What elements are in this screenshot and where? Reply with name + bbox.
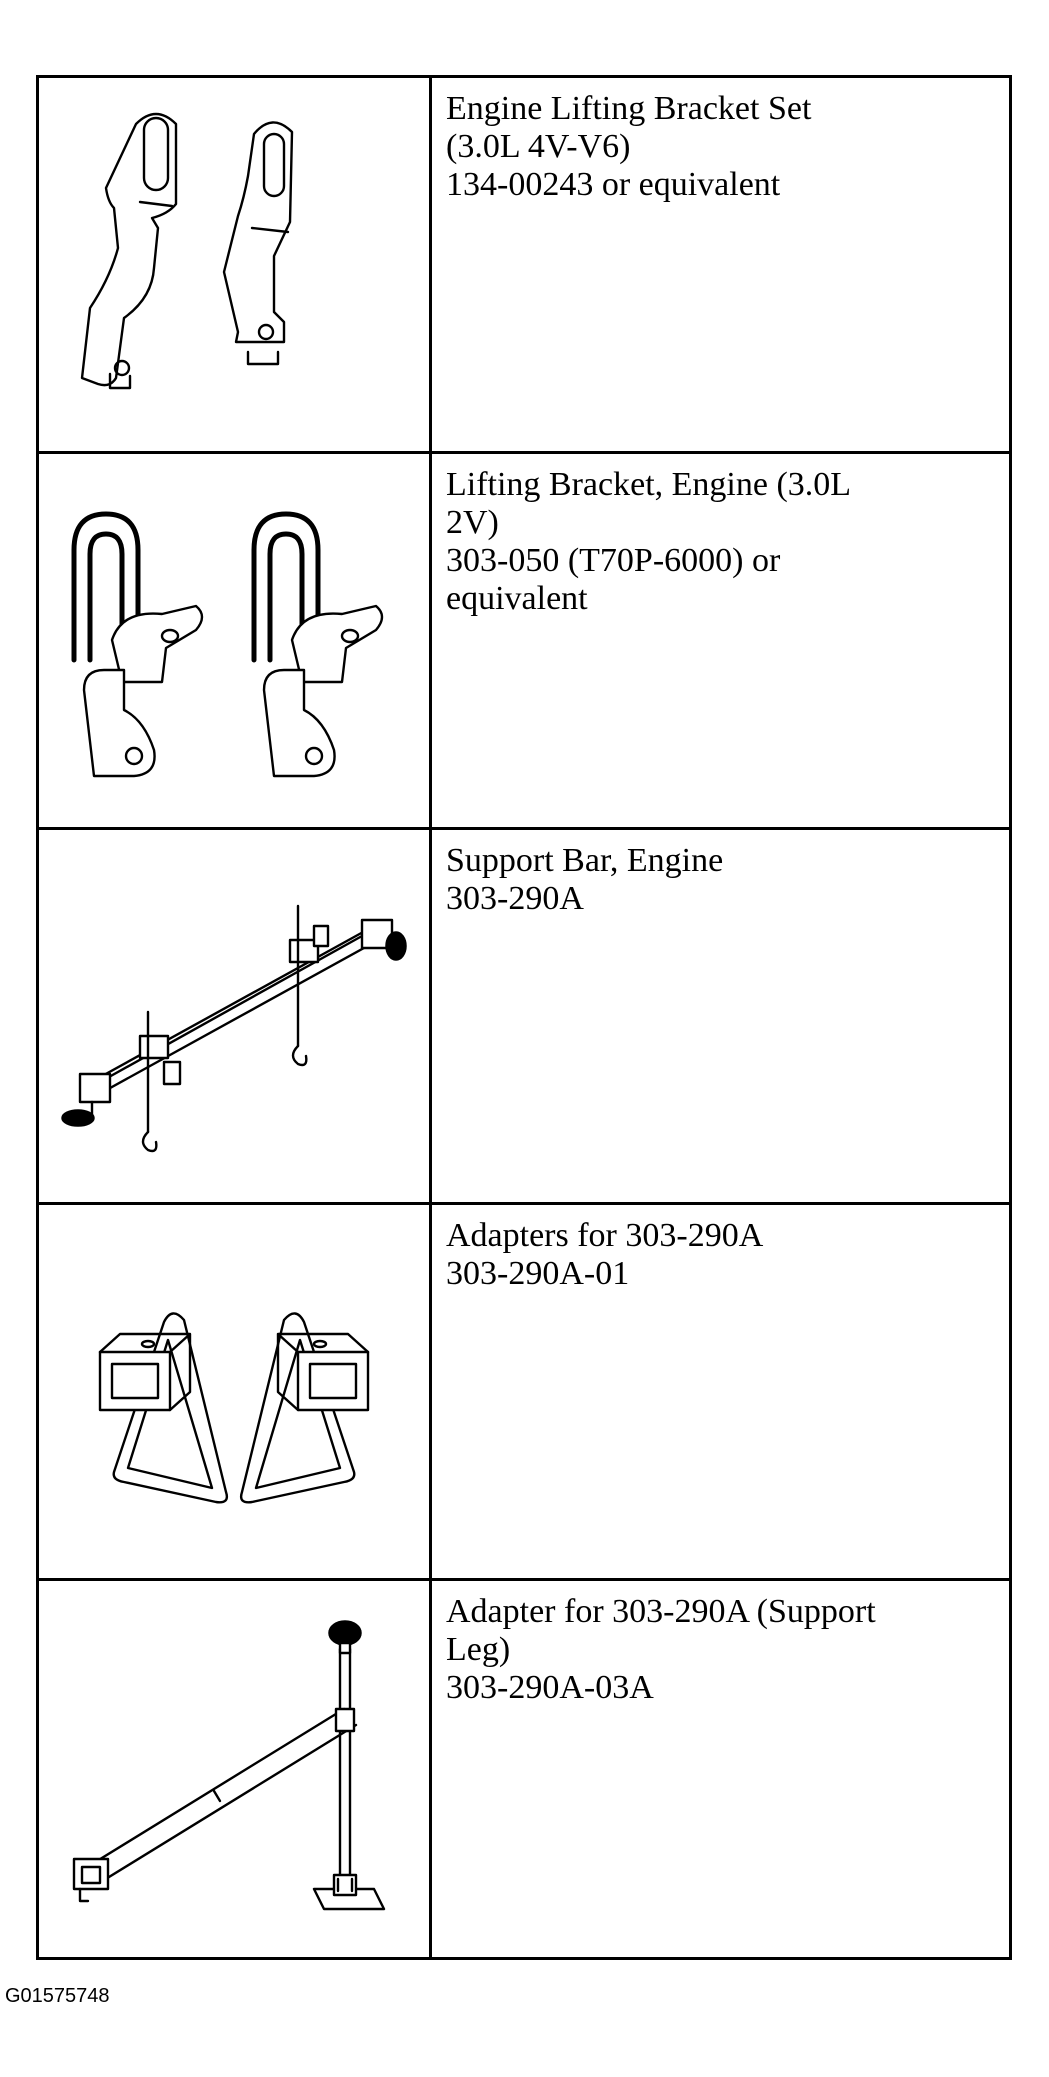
tool-name: Adapter for 303-290A (Support [446,1593,876,1631]
tool-name-continued: Leg) [446,1631,511,1669]
tool-illustration-cell [39,829,432,1206]
tool-description-cell: Adapters for 303-290A 303-290A-01 [432,1205,1009,1582]
tool-illustration-cell [39,78,432,454]
engine-lifting-bracket-set-illustration [80,113,294,390]
tool-part-number: 303-050 (T70P-6000) or [446,541,781,579]
tool-name: Engine Lifting Bracket Set [446,90,812,127]
tool-application: 2V) [446,503,499,541]
lifting-bracket-engine-illustration [71,511,384,778]
tool-part-number: 303-290A-01 [446,1255,630,1293]
tool-description-cell: Support Bar, Engine 303-290A [432,830,1009,1206]
tool-illustration-cell [39,1205,432,1582]
tool-name: Lifting Bracket, Engine (3.0L [446,465,852,503]
tool-description-cell: Adapter for 303-290A (Support Leg) 303-2… [432,1581,1009,1957]
tool-part-number: 134-00243 or equivalent [446,166,781,203]
tool-part-number-continued: equivalent [446,579,588,617]
special-tools-table: Engine Lifting Bracket Set (3.0L 4V-V6) … [36,75,1012,1960]
tool-part-number: 303-290A-03A [446,1669,654,1707]
tool-illustration-cell [39,1581,432,1957]
tool-illustration-cell [39,453,432,830]
support-leg-adapter-illustration [72,1620,386,1911]
tool-name: Adapters for 303-290A [446,1217,764,1255]
tool-description-cell: Engine Lifting Bracket Set (3.0L 4V-V6) … [432,78,1009,454]
tool-part-number: 303-290A [446,879,584,917]
tool-description-cell: Lifting Bracket, Engine (3.0L 2V) 303-05… [432,454,1009,830]
figure-id-label: G01575748 [5,1985,110,2007]
adapters-illustration [98,1312,370,1504]
tool-name: Support Bar, Engine [446,841,724,879]
support-bar-engine-illustration [61,904,407,1153]
tool-application: (3.0L 4V-V6) [446,128,631,165]
